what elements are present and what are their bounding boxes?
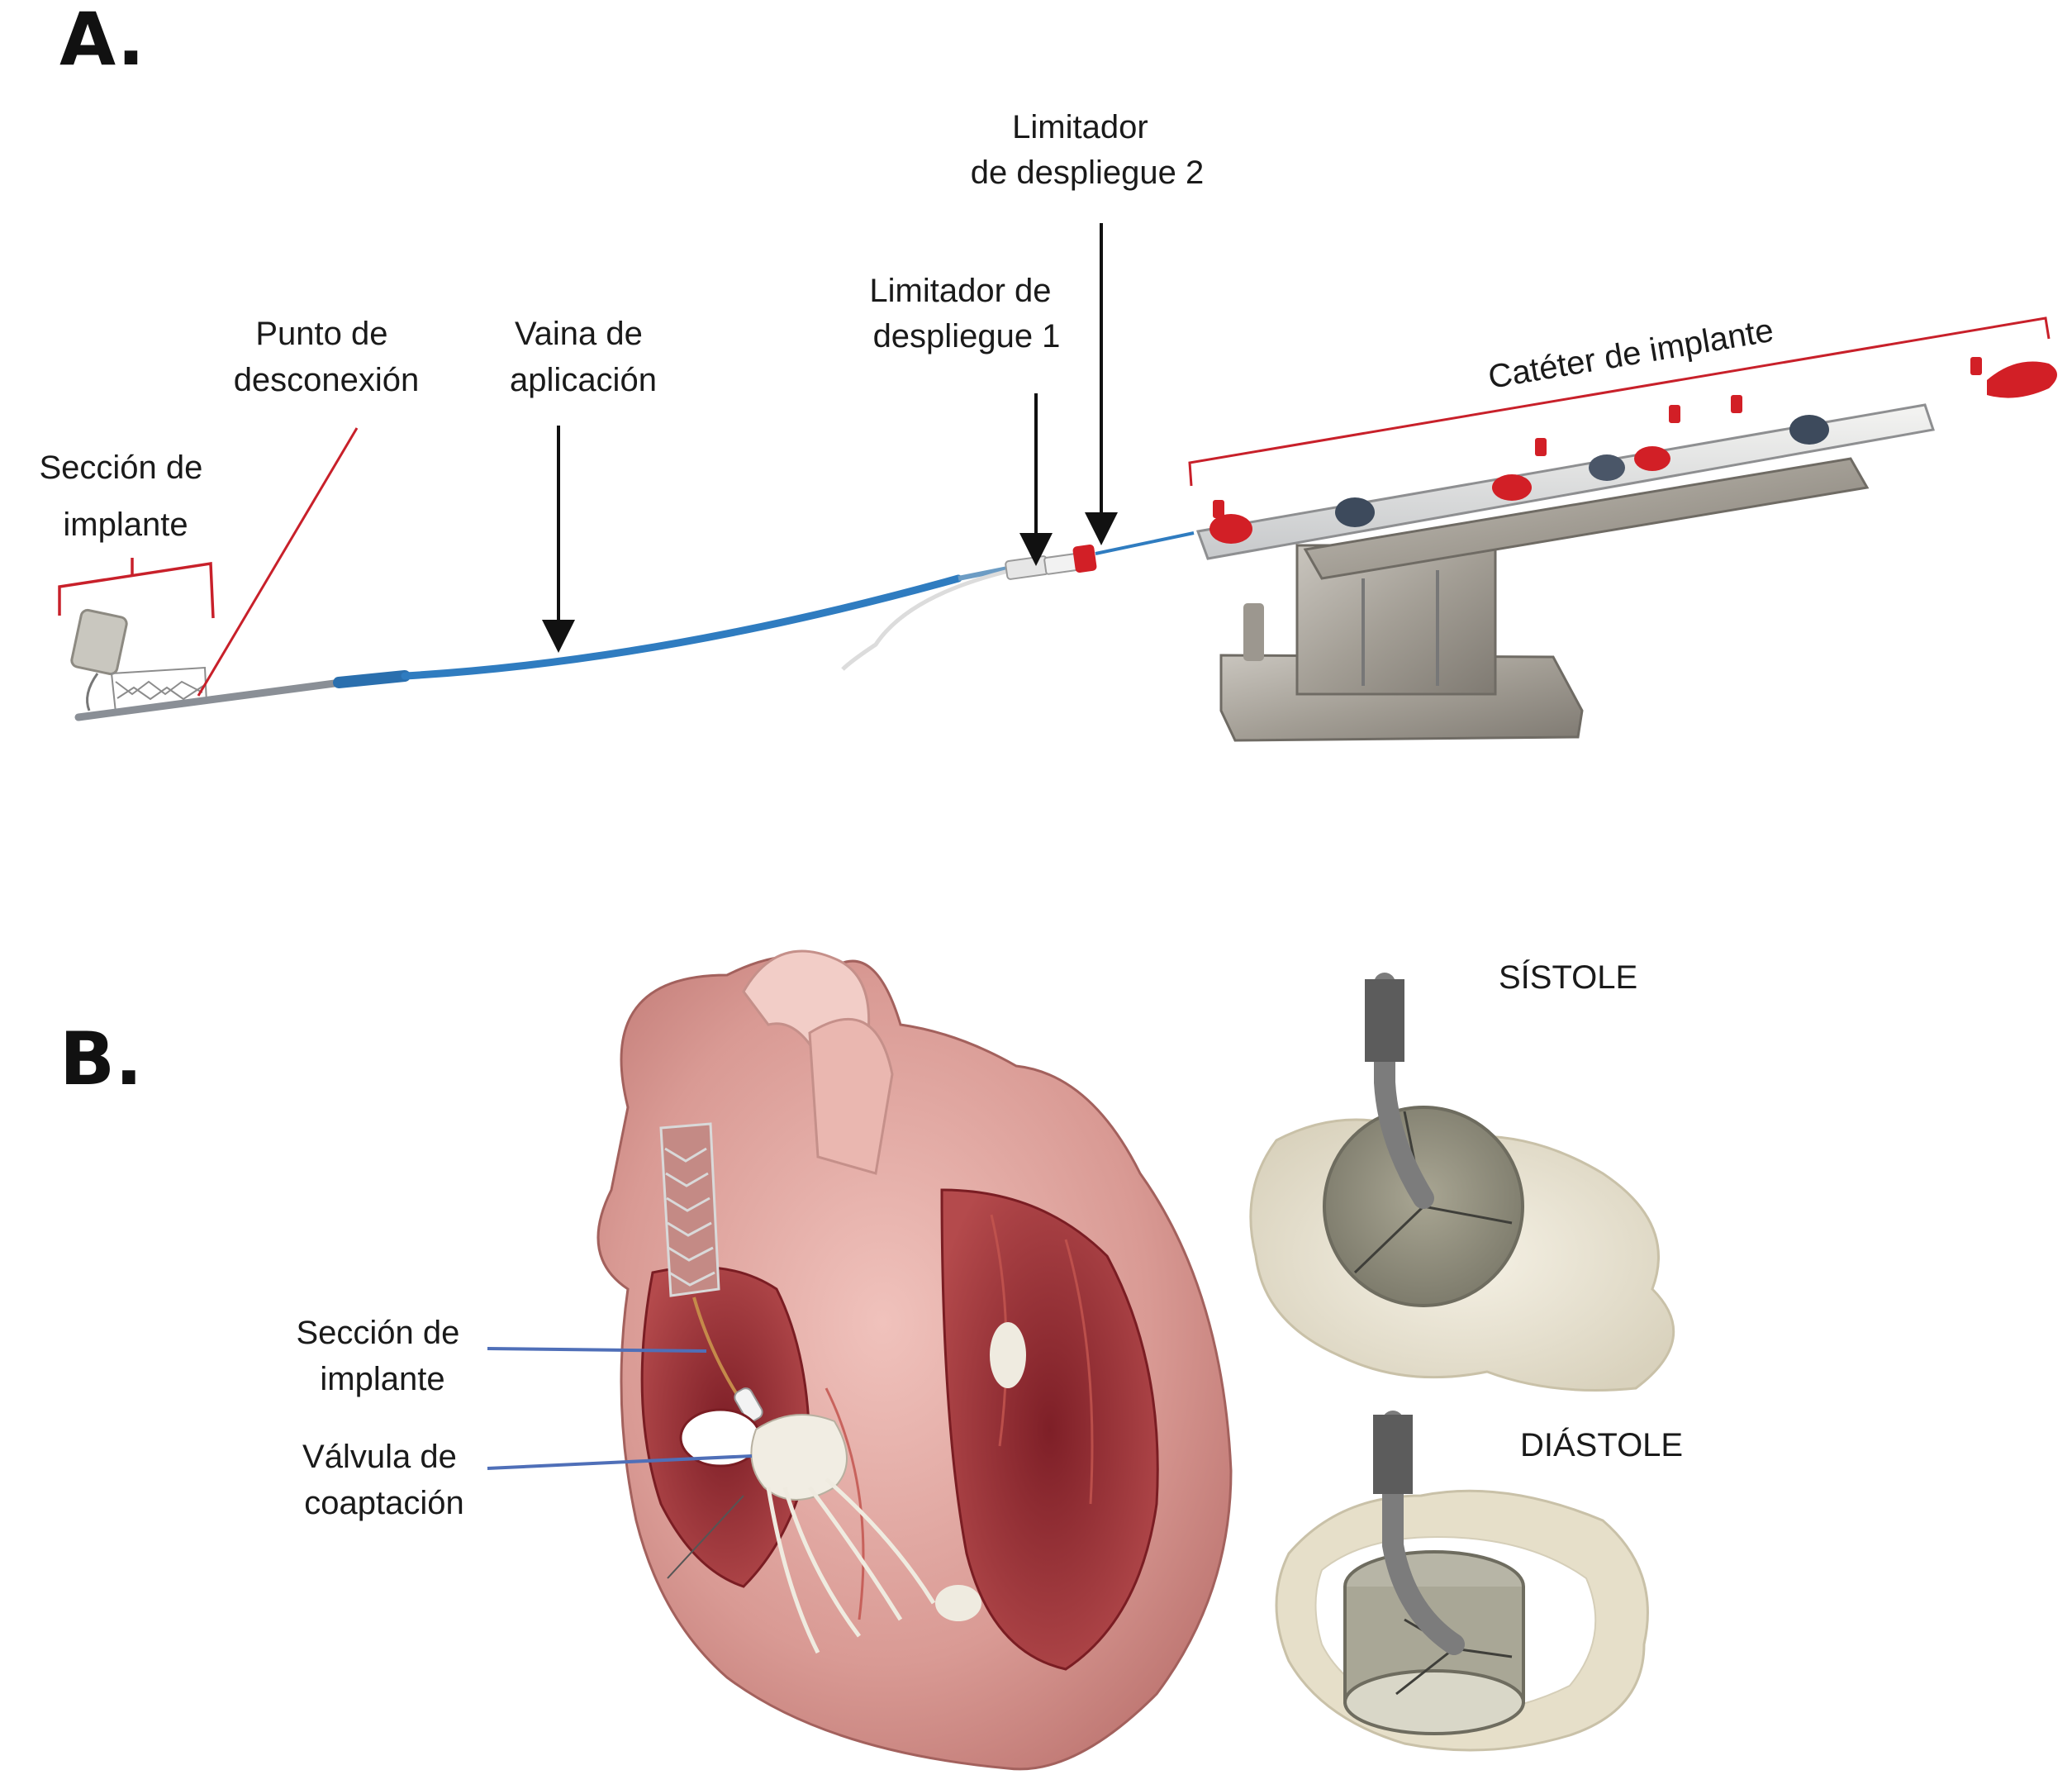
label-delivery-catheter: Catéter de implante <box>1485 312 1776 396</box>
label-implant-section-a: Sección de implante <box>39 450 211 543</box>
label-diastole: DIÁSTOLE <box>1520 1426 1683 1463</box>
heart-illustration <box>596 949 1233 1771</box>
label-delivery-sheath: Vaina de aplicación <box>510 316 657 398</box>
panel-b-letter: B. <box>59 1016 143 1101</box>
label-implant-section-b: Sección de implante <box>296 1315 468 1397</box>
implant-section-pointer <box>487 1347 707 1353</box>
label-limiter-1: Limitador de despliegue 1 <box>869 273 1060 354</box>
systole-view <box>1249 973 1675 1392</box>
label-limiter-2: Limitador de despliegue 2 <box>971 109 1204 191</box>
coaptation-valve-pointer <box>487 1454 753 1470</box>
delivery-catheter-handle <box>1195 357 2057 742</box>
implant-section-bracket <box>58 558 215 619</box>
implant-section-device <box>70 608 351 721</box>
disconnection-point-pointer <box>197 427 359 697</box>
label-systole: SÍSTOLE <box>1499 959 1637 996</box>
catheter-bracket <box>1188 316 2051 487</box>
label-disconnection-point: Punto de desconexión <box>234 316 420 398</box>
panel-a-letter: A. <box>59 0 145 82</box>
diastole-view <box>1275 1411 1649 1752</box>
label-coaptation-valve: Válvula de coaptación <box>302 1439 466 1521</box>
delivery-sheath <box>333 531 1195 688</box>
